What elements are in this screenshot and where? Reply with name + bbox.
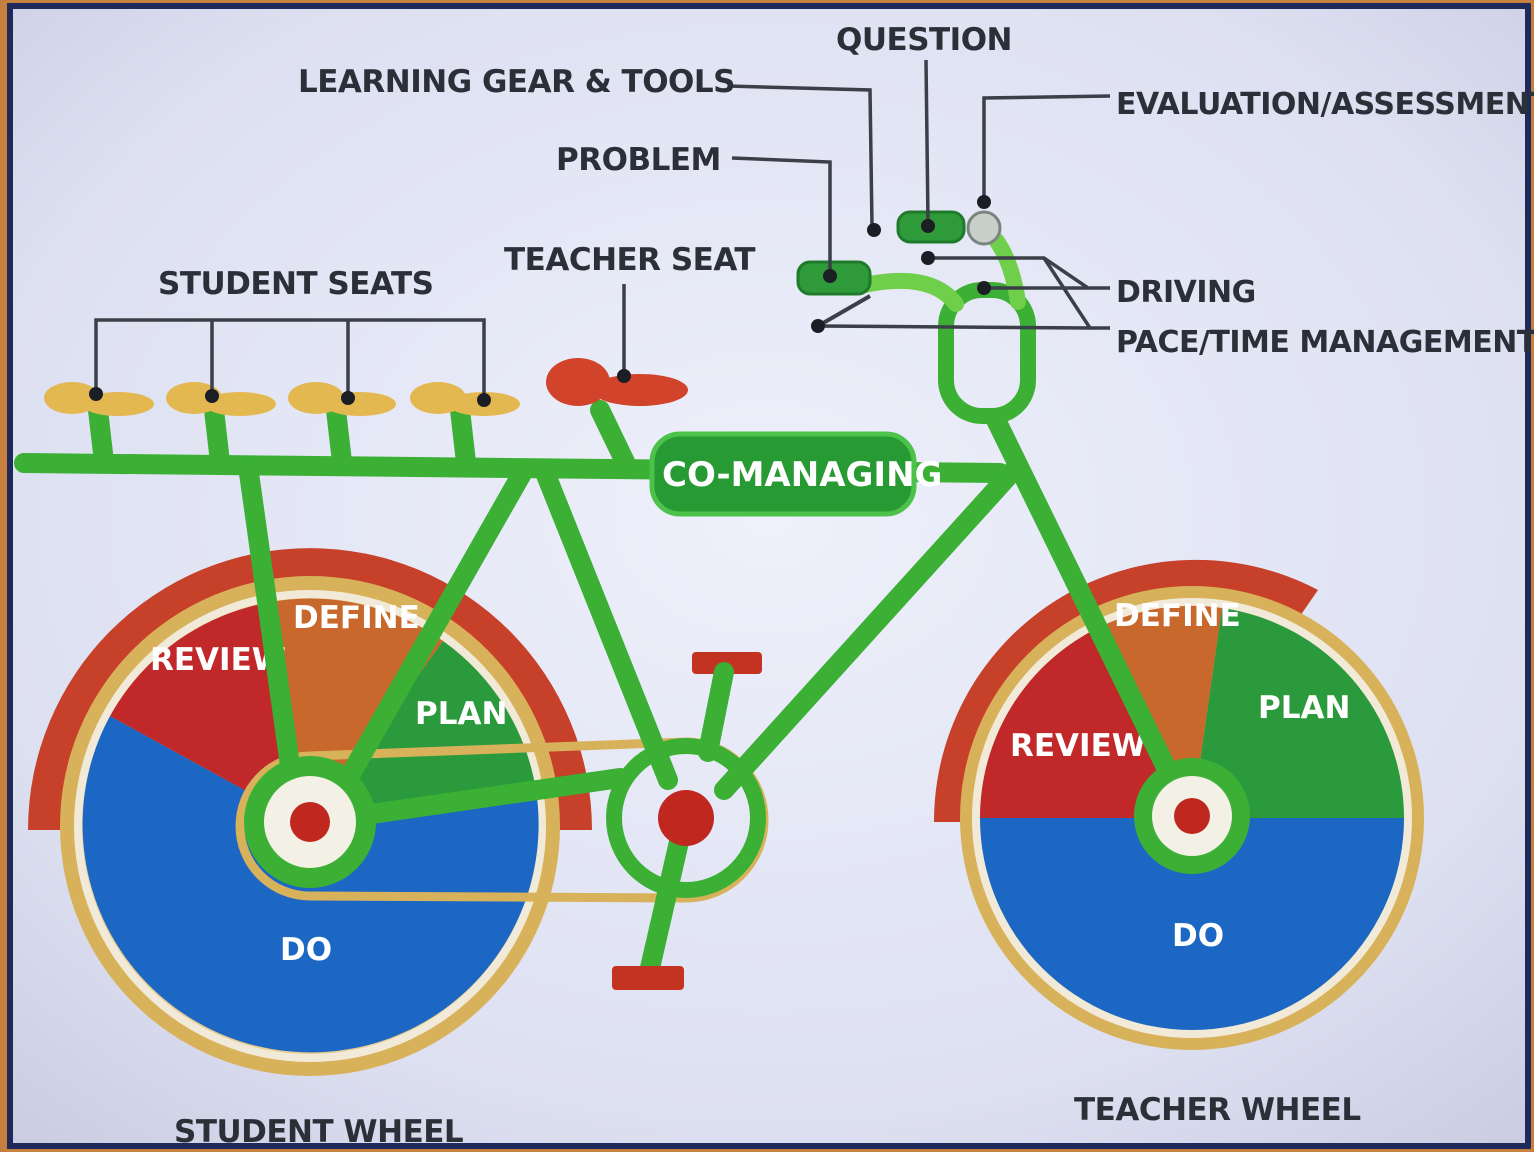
bicycle-frame [14,232,1192,830]
leader-dots [89,195,991,407]
student-segment-review [110,602,310,826]
student-seat [166,382,276,416]
lower-pedal [612,966,684,990]
label-problem: PROBLEM [556,142,721,178]
teacher-label-define: DEFINE [1114,598,1241,634]
teacher-segment-do [980,818,1404,1030]
brake-lever [817,294,871,328]
student-label-do: DO [280,932,332,968]
student-label-plan: PLAN [415,696,507,732]
label-learning-gear-tools: LEARNING GEAR & TOOLS [298,64,735,100]
teacher-segment-review [979,632,1192,818]
student-wheel-hub [244,756,376,888]
teacher-label-plan: PLAN [1258,690,1350,726]
label-student-wheel: STUDENT WHEEL [174,1114,463,1150]
label-pace-time-management: PACE/TIME MANAGEMENT [1116,325,1534,360]
student-wheel-fender [28,548,592,830]
co-managing-badge [649,431,917,517]
label-student-seats: STUDENT SEATS [158,266,434,302]
label-evaluation-assessment: EVALUATION/ASSESSMENT [1116,87,1534,122]
poster-frame-edge [7,3,1531,1149]
student-segment-plan [310,641,536,826]
teacher-wheel-hub [1134,758,1250,874]
co-managing-label: CO-MANAGING [662,455,942,495]
label-driving: DRIVING [1116,275,1256,310]
teacher-wheel-fender [934,559,1318,822]
crank-hub [606,738,766,898]
student-label-review: REVIEW [150,642,286,678]
label-teacher-wheel: TEACHER WHEEL [1074,1092,1361,1128]
label-question: QUESTION [836,22,1012,58]
label-teacher-seat: TEACHER SEAT [504,242,755,278]
leader-lines [94,59,1111,398]
evaluation-bell [966,210,1002,246]
teacher-label-do: DO [1172,918,1224,954]
teacher-seat [546,358,688,406]
teacher-label-review: REVIEW [1010,728,1146,764]
teacher-segment-plan [1192,608,1405,818]
student-label-define: DEFINE [293,600,420,636]
